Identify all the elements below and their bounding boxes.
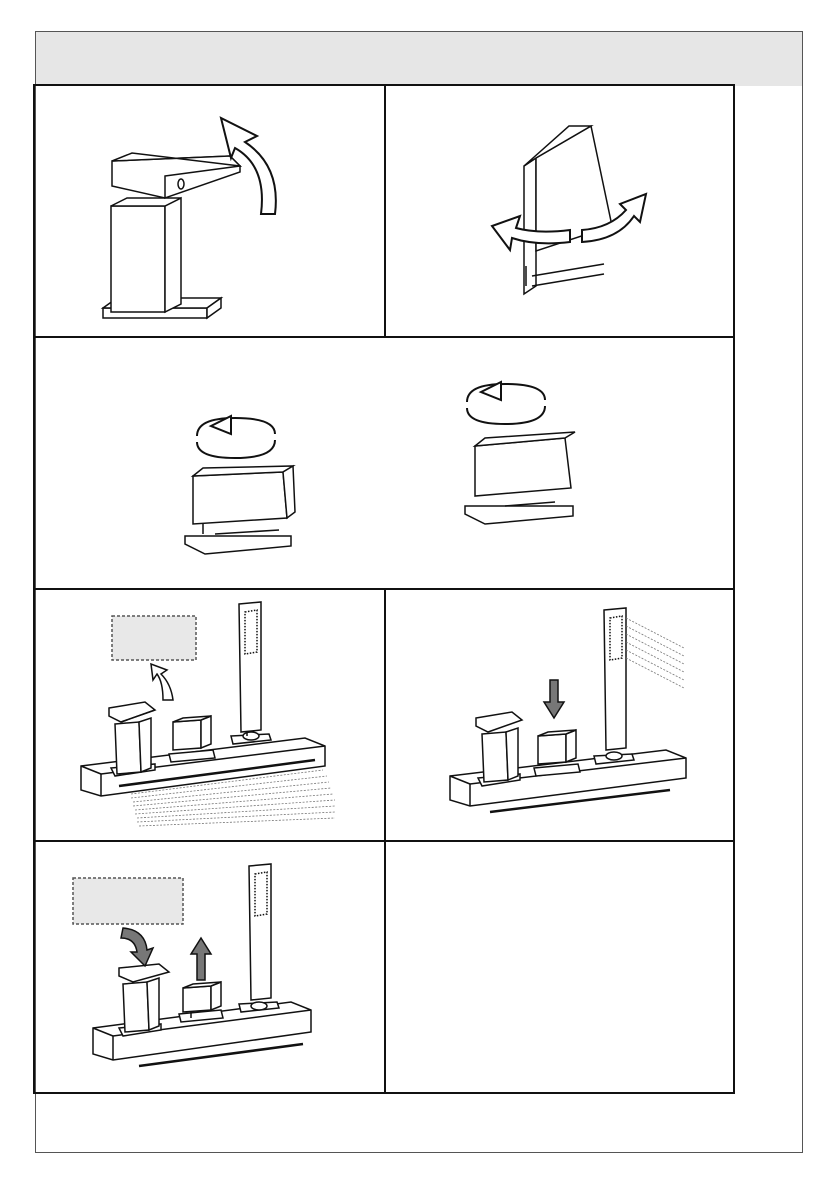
figure-grid [33,84,735,1094]
figure-bath-spout-mode [35,590,384,840]
lever-mixer [109,702,155,776]
rotate-clockwise-icon [467,382,545,424]
label-placeholder [73,878,183,924]
pull-up-arrow-icon [191,938,211,980]
mixer-body [524,126,612,294]
figure-hand-shower-mode [386,590,735,840]
figure-empty [386,842,735,1094]
diverter-knob [179,982,223,1022]
water-flow-icon [626,618,684,688]
knob-right [465,432,575,524]
mixer-body [103,153,240,318]
header-band [36,32,802,86]
knob-left [185,466,295,554]
rotate-counterclockwise-icon [197,416,275,458]
lever-up-arrow-icon [151,664,173,700]
press-down-arrow-icon [544,680,564,718]
figure-reset-mode [35,842,384,1094]
figure-knob-rotate [35,338,735,588]
hand-shower [239,864,279,1012]
figure-lever-rotate [386,86,735,336]
hand-shower [594,608,634,764]
diverter-knob [534,730,580,776]
lever-mixer [119,964,169,1036]
diverter-knob [169,716,215,762]
curved-arrow-icon [121,928,153,966]
hand-shower [231,602,271,744]
figure-lever-lift [35,86,384,336]
label-placeholder [112,616,196,660]
